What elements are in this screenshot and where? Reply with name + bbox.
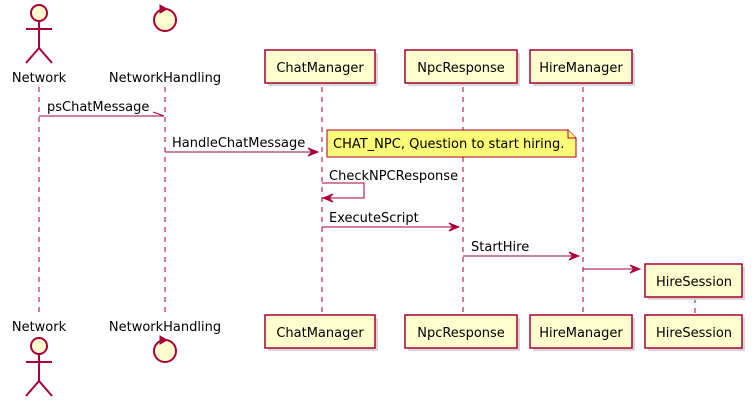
participant-label-npc-response-bottom: NpcResponse — [417, 326, 505, 341]
message-start-hire: StartHire — [463, 240, 581, 261]
open-arrow-icon — [152, 111, 165, 117]
participant-npc-response-top: NpcResponse — [404, 49, 520, 86]
control-network-handling-top: NetworkHandling — [109, 4, 221, 86]
arrow-icon — [307, 147, 320, 157]
participant-chat-manager-top: ChatManager — [264, 49, 378, 86]
message-handle-chat-message: HandleChatMessage — [165, 136, 320, 157]
message-label: HandleChatMessage — [172, 136, 305, 151]
control-icon — [153, 8, 177, 32]
participant-label-network: Network — [12, 71, 67, 86]
message-label: psChatMessage — [47, 100, 149, 115]
control-icon — [153, 339, 177, 363]
message-label: StartHire — [471, 240, 529, 255]
message-label: ExecuteScript — [329, 211, 419, 226]
actor-network-bottom — [25, 337, 53, 397]
control-network-handling-bottom — [153, 335, 177, 363]
participant-label-hire-manager-bottom: HireManager — [539, 326, 623, 341]
participant-label-network-handling-bottom: NetworkHandling — [109, 320, 221, 335]
participant-label-hire-session: HireSession — [656, 275, 732, 290]
message-ps-chat-message: psChatMessage — [39, 100, 165, 117]
participant-hire-manager-bottom: HireManager — [529, 314, 635, 351]
note-text: CHAT_NPC, Question to start hiring. — [333, 137, 564, 152]
arrow-icon — [321, 193, 334, 203]
arrow-icon — [568, 251, 581, 261]
message-create-hire-session — [583, 264, 642, 274]
message-check-npc-response: CheckNPCResponse — [321, 169, 458, 203]
participant-label-network-bottom: Network — [12, 320, 67, 335]
participant-label-chat-manager-bottom: ChatManager — [276, 326, 364, 341]
participant-label-chat-manager: ChatManager — [276, 61, 364, 76]
participant-label-hire-manager: HireManager — [539, 61, 623, 76]
arrow-icon — [629, 264, 642, 274]
participant-label-npc-response: NpcResponse — [417, 61, 505, 76]
participant-label-network-handling: NetworkHandling — [109, 71, 221, 86]
control-arrow-icon — [159, 335, 169, 345]
actor-head-icon — [30, 4, 48, 22]
arrow-icon — [448, 222, 461, 232]
control-arrow-icon — [159, 4, 169, 14]
participant-npc-response-bottom: NpcResponse — [404, 314, 520, 351]
participant-hire-session-created: HireSession — [644, 263, 745, 300]
participant-hire-manager-top: HireManager — [529, 49, 635, 86]
actor-head-icon — [30, 337, 48, 355]
actor-network-top: Network — [12, 4, 67, 86]
participant-hire-session-bottom: HireSession — [644, 314, 745, 351]
note-chat-npc: CHAT_NPC, Question to start hiring. — [326, 129, 577, 158]
message-execute-script: ExecuteScript — [322, 211, 461, 232]
participant-label-hire-session-bottom: HireSession — [656, 326, 732, 341]
message-label: CheckNPCResponse — [329, 169, 458, 184]
participant-chat-manager-bottom: ChatManager — [264, 314, 378, 351]
